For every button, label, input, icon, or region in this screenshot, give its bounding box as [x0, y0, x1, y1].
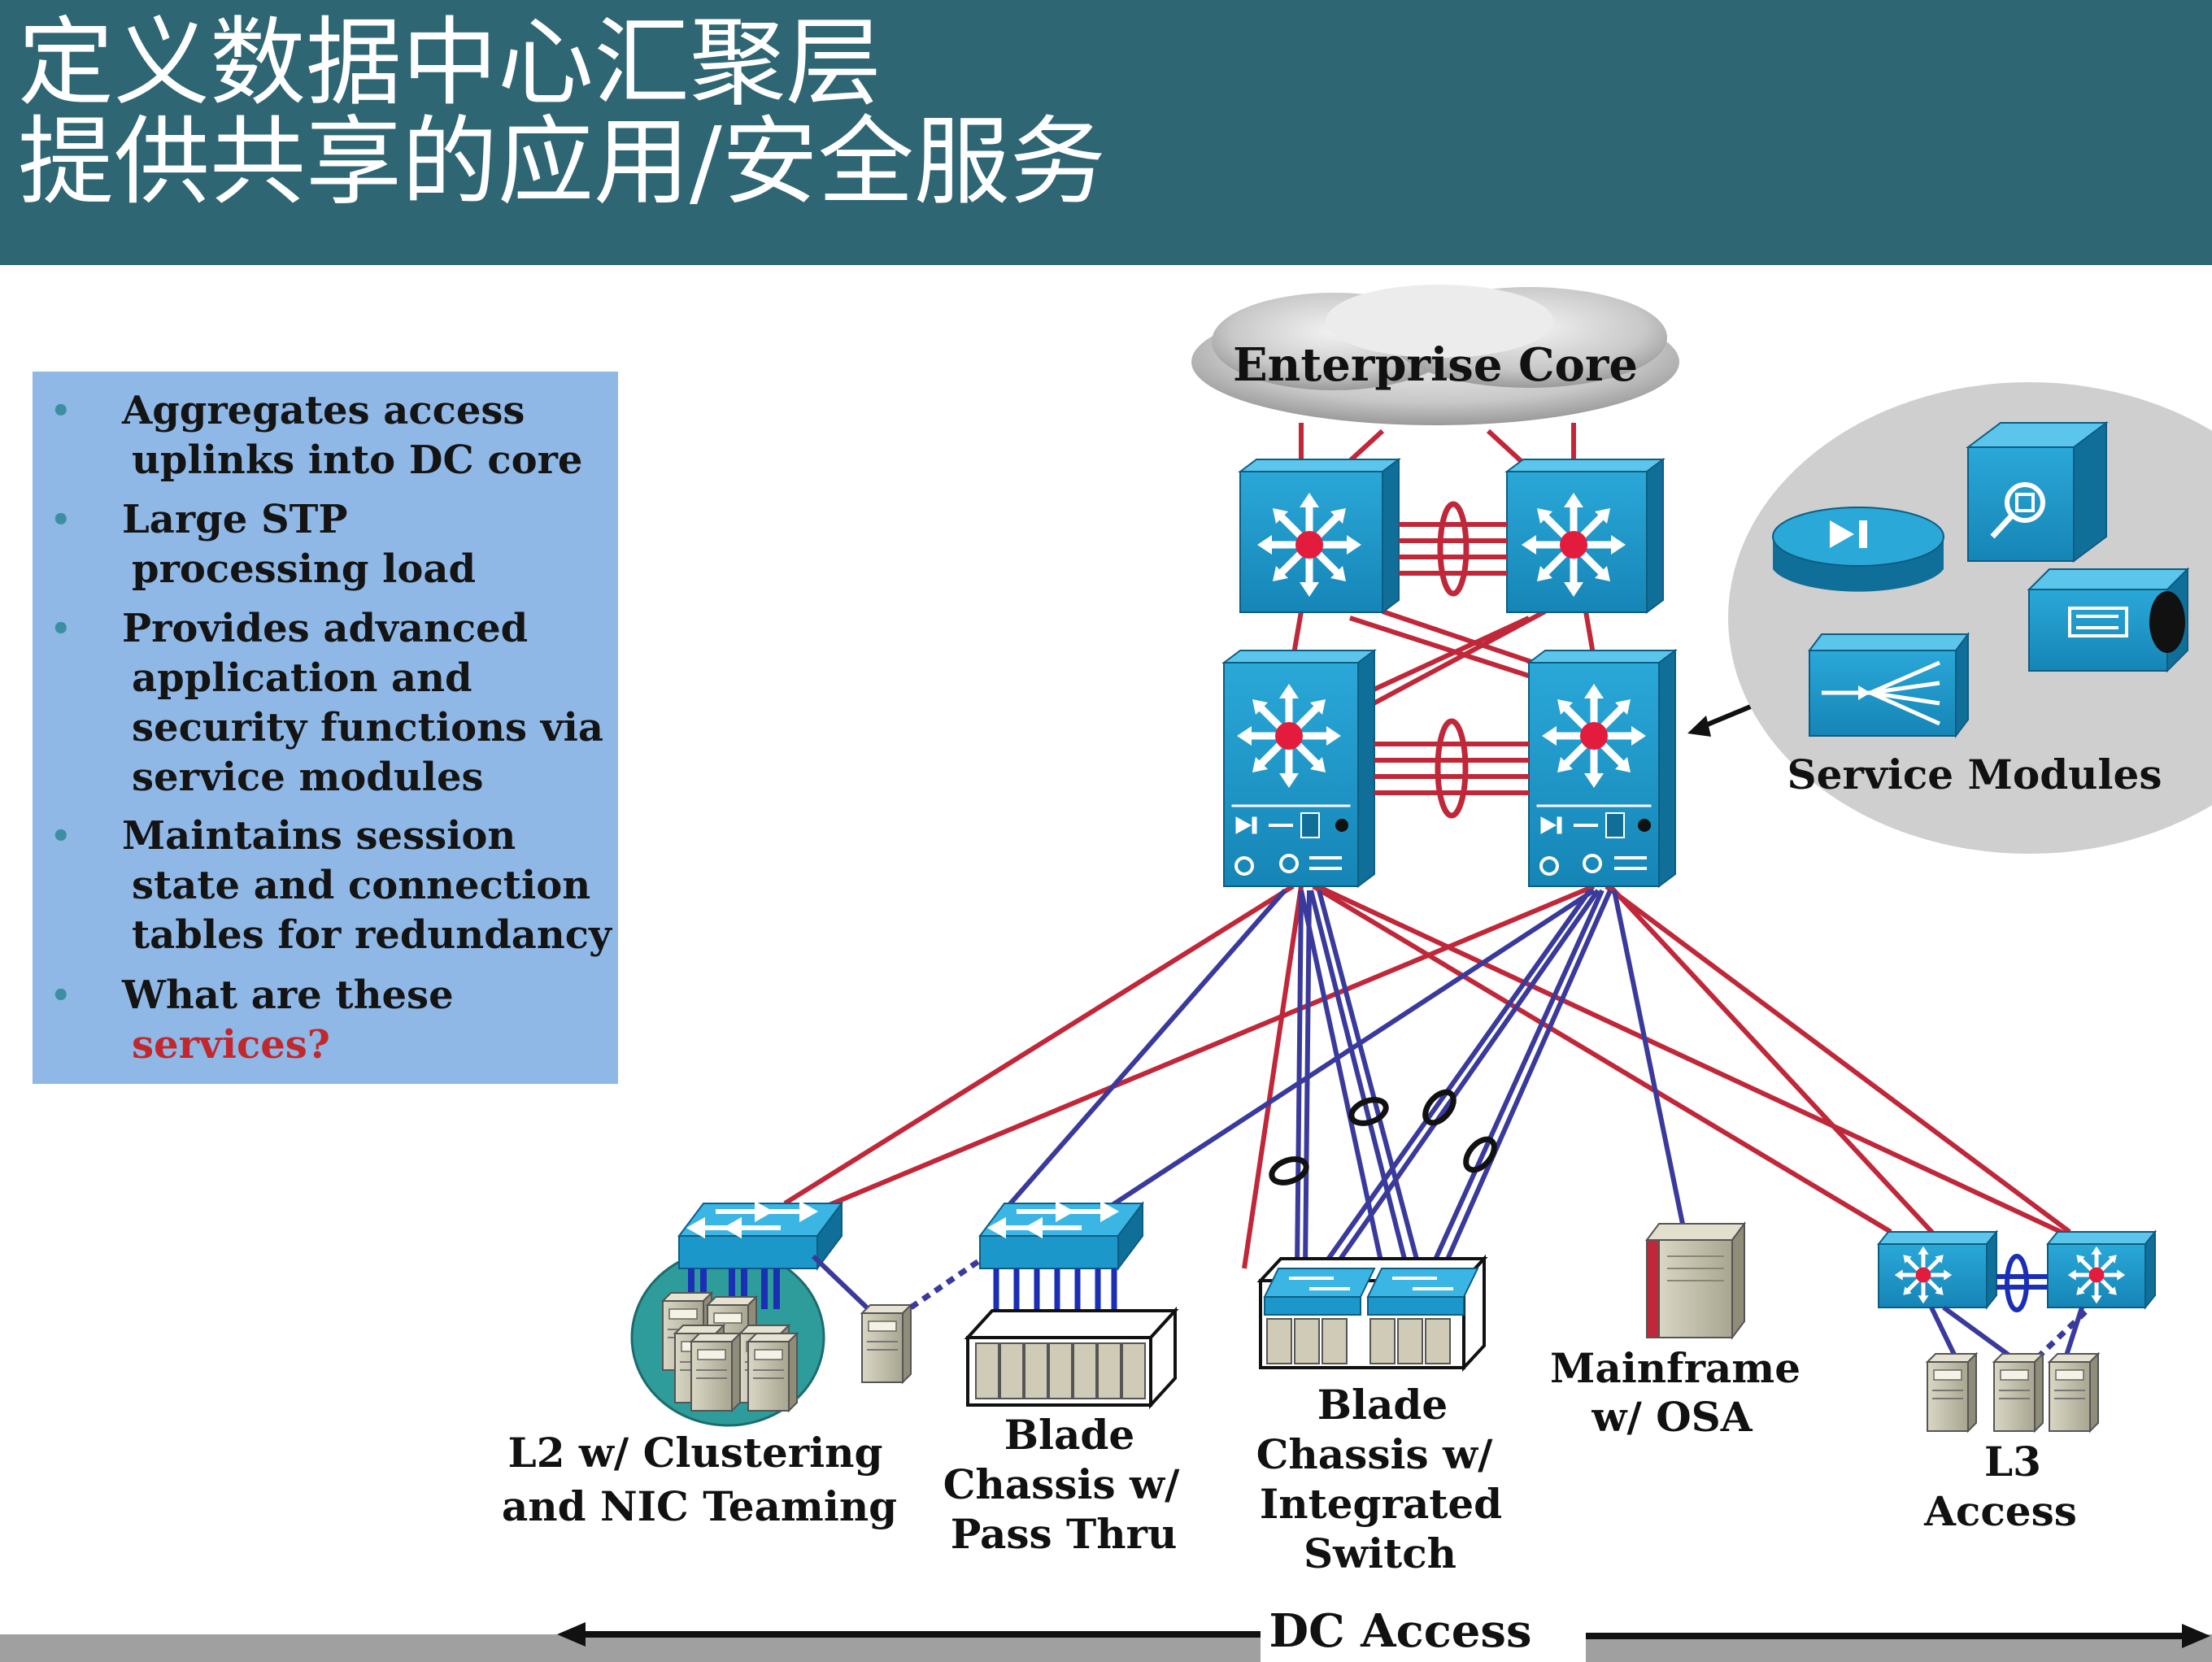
bullet-line: processing load: [132, 546, 476, 592]
mainframe-icon: [1645, 1221, 1746, 1340]
bullet-dot-icon: •: [50, 817, 72, 855]
core-label: Enterprise Core: [1233, 338, 1638, 392]
access-label: Blade: [1317, 1381, 1448, 1429]
server-icon: [1927, 1353, 1977, 1432]
bullet-dot-icon: •: [50, 977, 72, 1015]
ssl-module-icon: [2027, 567, 2190, 673]
bullet-line: Aggregates access: [122, 388, 525, 433]
aggregation-switch-left: [1221, 649, 1377, 888]
bullet-line: state and connection: [132, 863, 591, 908]
access-label: Chassis w/: [943, 1460, 1180, 1508]
access-label: Mainframe: [1550, 1344, 1801, 1392]
core-interconnect: [1399, 522, 1507, 576]
bullet-line: Large STP: [122, 497, 348, 542]
access-label: Switch: [1304, 1529, 1457, 1577]
multilayer-switch-icon: [2068, 1246, 2125, 1303]
etherchannel-ring: [1435, 718, 1469, 819]
access-label: Pass Thru: [951, 1510, 1178, 1558]
aggregation-interconnect: [1374, 742, 1529, 795]
bullet-line: service modules: [132, 755, 484, 800]
page-title: 定义数据中心汇聚层: [18, 7, 882, 119]
access-blade-integrated: [1256, 1254, 1488, 1373]
multilayer-switch-icon: [1237, 684, 1341, 788]
server-icon: [2049, 1353, 2099, 1432]
server-icon: [690, 1333, 741, 1412]
server-icon: [747, 1333, 798, 1412]
blue-downlinks: [994, 888, 1686, 1270]
access-label: Chassis w/: [1256, 1430, 1493, 1478]
access-l2-clustering: [630, 1203, 982, 1427]
access-label: L3: [1984, 1438, 2041, 1486]
dc-access-label: DC Access: [1269, 1604, 1532, 1658]
bullet-line: uplinks into DC core: [132, 437, 583, 483]
footer-bar: DC Access: [0, 1604, 2212, 1662]
content-switch-module-icon: [1808, 632, 1970, 738]
access-labels: L2 w/ Clustering and NIC Teaming Blade C…: [502, 1344, 2077, 1577]
etherchannel-ring: [2005, 1254, 2029, 1312]
l3-switch-left: [1876, 1229, 1999, 1310]
service-modules-panel: Service Modules: [1728, 382, 2212, 854]
ids-module-icon: [1966, 421, 2109, 563]
page-subtitle: 提供共享的应用/安全服务: [18, 106, 1106, 218]
access-label: L2 w/ Clustering: [508, 1429, 883, 1477]
access-label: Blade: [1004, 1411, 1134, 1459]
access-label: Access: [1923, 1487, 2077, 1535]
bullet-dot-icon: •: [50, 392, 72, 430]
etherchannel-ring: [1437, 501, 1470, 597]
service-modules-label: Service Modules: [1787, 751, 2162, 798]
server-icon: [861, 1304, 912, 1383]
bullet-line: application and: [132, 655, 472, 701]
etherchannel-rings: [1269, 1089, 1497, 1186]
bullet-line: What are these: [122, 972, 454, 1018]
arrow-left-icon: [557, 1622, 586, 1647]
title-banner: 定义数据中心汇聚层 提供共享的应用/安全服务: [0, 0, 2212, 265]
bullet-line: services?: [132, 1022, 330, 1068]
server-icon: [1993, 1353, 2044, 1432]
multilayer-switch-icon: [1522, 493, 1626, 597]
access-blade-pass-thru: [964, 1203, 1179, 1410]
bullet-line: security functions via: [132, 705, 603, 751]
bullet-dot-icon: •: [50, 501, 72, 539]
multilayer-switch-icon: [1895, 1246, 1952, 1303]
firewall-module-icon: [1772, 507, 1944, 592]
core-switch-left: [1238, 458, 1401, 614]
access-l3: [1876, 1229, 2158, 1432]
core-switch-right: [1504, 458, 1666, 614]
bullet-line: tables for redundancy: [132, 912, 612, 958]
multilayer-switch-icon: [1542, 684, 1646, 788]
bullet-panel: • Aggregates access uplinks into DC core…: [33, 372, 618, 1084]
access-label: Integrated: [1260, 1480, 1502, 1528]
l3-switch-right: [2045, 1229, 2158, 1310]
cloud-icon: [1191, 285, 1679, 425]
bullet-dot-icon: •: [50, 610, 72, 648]
layer2-switch-icon: [980, 1203, 1143, 1268]
arrow-right-icon: [2182, 1624, 2210, 1648]
access-label: w/ OSA: [1591, 1393, 1753, 1441]
pointer-arrow: [1687, 703, 1754, 737]
access-label: and NIC Teaming: [502, 1482, 897, 1530]
bullet-line: Provides advanced: [122, 606, 529, 651]
aggregation-switch-right: [1526, 649, 1678, 888]
multilayer-switch-icon: [1257, 493, 1361, 597]
bullet-line: Maintains session: [122, 813, 516, 859]
red-downlinks: [783, 884, 2071, 1269]
